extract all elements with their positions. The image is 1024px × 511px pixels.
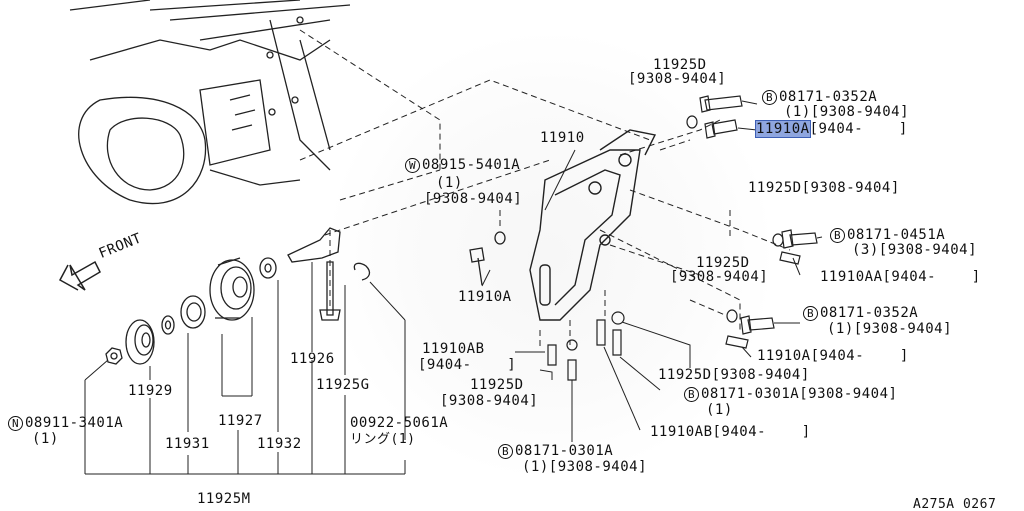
label-11925D-e-date: [9308-9404] xyxy=(440,393,539,409)
label-11925D-a: 11925D xyxy=(653,57,707,73)
label-11925G: 11925G xyxy=(316,377,370,393)
label-11910AB-a-date: [9404- ] xyxy=(418,357,517,373)
part-number: 08171-0451A xyxy=(847,227,946,243)
label-11927: 11927 xyxy=(218,413,263,429)
label-08915-qty: (1) xyxy=(436,175,463,191)
label-08915-date: [9308-9404] xyxy=(424,191,523,207)
part-number: 08171-0352A xyxy=(779,89,878,105)
engine-block xyxy=(69,0,351,205)
b-circle-icon: B xyxy=(762,90,777,105)
label-08171-0451A-date: (3)[9308-9404] xyxy=(852,242,978,258)
bracket-11910 xyxy=(529,129,657,321)
label-11929: 11929 xyxy=(128,383,173,399)
label-08171-0352A-b-date: (1)[9308-9404] xyxy=(827,321,953,337)
part-number: 08171-0301A xyxy=(515,443,614,459)
leader-lines xyxy=(84,100,823,475)
label-11925D-c: 11925D xyxy=(696,255,750,271)
w-circle-icon: W xyxy=(405,158,420,173)
n-circle-icon: N xyxy=(8,416,23,431)
front-arrow xyxy=(58,260,101,291)
date-range: [9404- ] xyxy=(809,121,908,137)
part-number: 08171-0301A[9308-9404] xyxy=(701,386,898,402)
label-00922-5061A: 00922-5061A xyxy=(350,415,449,431)
label-11910: 11910 xyxy=(540,130,585,146)
label-11925M: 11925M xyxy=(197,491,251,507)
label-00922-ring: リング(1) xyxy=(350,432,416,447)
label-11910AA: 11910AA[9404- ] xyxy=(820,269,981,285)
part-number: 08171-0352A xyxy=(820,305,919,321)
part-number: 08911-3401A xyxy=(25,415,124,431)
highlighted-part-11910A[interactable]: 11910A xyxy=(755,120,811,138)
label-08171-0301A-b-date: (1)[9308-9404] xyxy=(522,459,648,475)
figure-code: A275A 0267 xyxy=(913,497,997,511)
leader-dashed-lines xyxy=(299,29,791,350)
label-11925D-b: 11925D[9308-9404] xyxy=(748,180,900,196)
label-11925D-e: 11925D xyxy=(470,377,524,393)
label-11910A-left: 11910A xyxy=(458,289,512,305)
label-11932: 11932 xyxy=(257,436,302,452)
label-11925D-a-date: [9308-9404] xyxy=(628,71,727,87)
label-11910A-b: 11910A[9404- ] xyxy=(757,348,909,364)
b-circle-icon: B xyxy=(803,306,818,321)
label-11926: 11926 xyxy=(290,351,335,367)
label-08171-0352A-a-date: (1)[9308-9404] xyxy=(784,104,910,120)
idler-parts xyxy=(105,227,506,365)
label-11925D-c-date: [9308-9404] xyxy=(670,269,769,285)
label-08171-0301A-a-qty: (1) xyxy=(706,402,733,418)
label-11910A-highlighted[interactable]: 11910A[9404- ] xyxy=(755,120,908,138)
label-11910AB-a: 11910AB xyxy=(422,341,485,357)
b-circle-icon: B xyxy=(684,387,699,402)
part-number: 08915-5401A xyxy=(422,157,521,173)
watermark xyxy=(330,20,770,490)
label-11931: 11931 xyxy=(165,436,210,452)
label-08911-qty: (1) xyxy=(32,431,59,447)
label-11910AB-b: 11910AB[9404- ] xyxy=(650,424,811,440)
b-circle-icon: B xyxy=(498,444,513,459)
b-circle-icon: B xyxy=(830,228,845,243)
fasteners xyxy=(547,95,818,381)
label-11925D-d: 11925D[9308-9404] xyxy=(658,367,810,383)
